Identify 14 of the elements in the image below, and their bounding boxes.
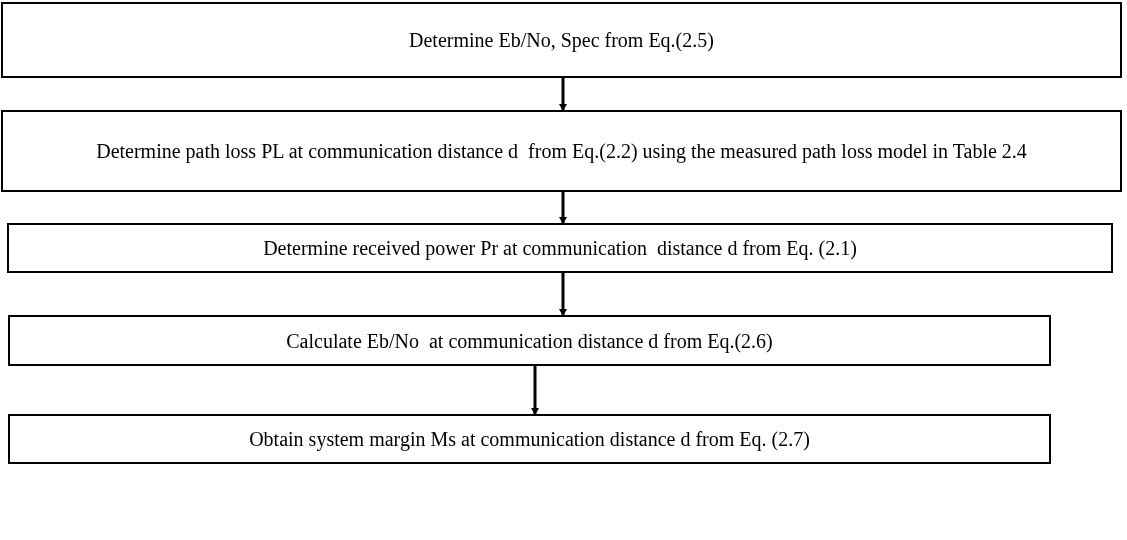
- process-box: [1, 2, 1122, 78]
- step-text: Determine path loss PL at communication distance d from Eq.(2.2) using the measured path loss model in Table 2.4: [96, 139, 1027, 165]
- process-box: [8, 414, 1051, 464]
- step-text: Determine Eb/No, Spec from Eq.(2.5): [409, 28, 714, 54]
- arrow: [559, 273, 567, 316]
- arrow: [531, 366, 539, 415]
- arrow: [559, 192, 567, 224]
- arrow: [559, 78, 567, 111]
- process-box: [7, 223, 1113, 273]
- step-text: Calculate Eb/No at communication distance d from Eq.(2.6): [286, 328, 773, 355]
- process-box: [1, 110, 1122, 192]
- step-text: Obtain system margin Ms at communication distance d from Eq. (2.7): [249, 427, 810, 453]
- process-box: [8, 315, 1051, 366]
- step-text: Determine received power Pr at communication distance d from Eq. (2.1): [263, 236, 857, 262]
